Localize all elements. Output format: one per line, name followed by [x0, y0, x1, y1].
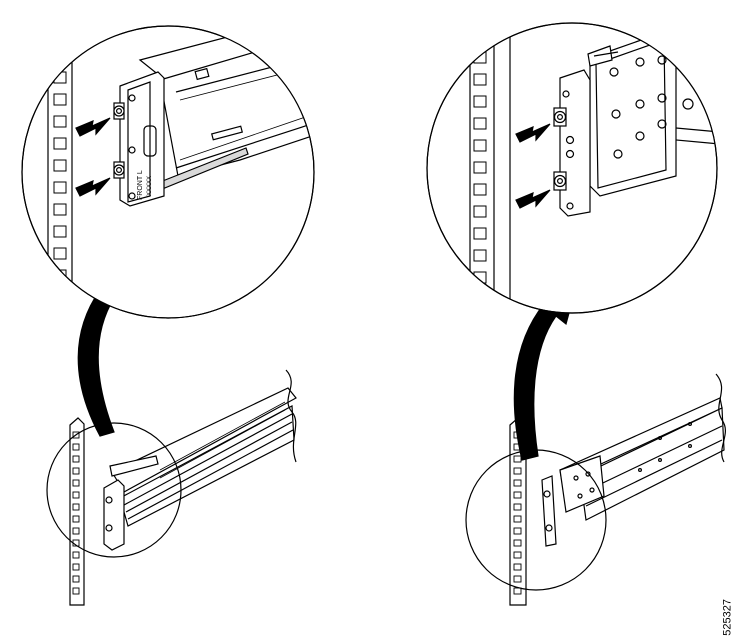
rack-hole [72, 575, 80, 583]
rack-hole [72, 491, 80, 499]
rack-hole [513, 551, 522, 559]
rack-hole [473, 249, 487, 262]
left-rack-post [69, 417, 85, 606]
rack-hole [53, 159, 67, 172]
rack-hole [473, 117, 487, 130]
rack-hole [72, 467, 80, 475]
left-captive-screws [113, 102, 125, 179]
rack-hole [513, 491, 522, 499]
left-rail-sub-label: XXXXX [147, 176, 153, 196]
rack-hole [473, 73, 487, 86]
rack-hole [72, 455, 80, 463]
rack-hole [473, 51, 487, 64]
rack-hole [53, 115, 67, 128]
rack-hole [72, 587, 80, 595]
rack-hole [473, 29, 487, 42]
right-panel [426, 22, 727, 606]
rack-hole [473, 205, 487, 218]
left-rail-label: FRONT L [137, 170, 144, 200]
right-captive-screws [553, 107, 567, 191]
right-detail-bracket [559, 69, 591, 217]
left-panel: FRONT L XXXXX [21, 25, 315, 606]
rack-hole [72, 515, 80, 523]
rack-hole [513, 455, 522, 463]
rack-hole [513, 575, 522, 583]
left-rail-assembly [103, 369, 297, 551]
rack-hole [513, 479, 522, 487]
rack-hole [513, 515, 522, 523]
rack-hole [72, 443, 80, 451]
right-detail-rail [669, 29, 717, 145]
rail-installation-diagram: FRONT L XXXXX [21, 22, 727, 606]
right-rail-assembly [541, 373, 727, 547]
rack-hole [53, 203, 67, 216]
rack-hole [53, 225, 67, 238]
rack-hole [473, 293, 487, 306]
rack-hole [513, 527, 522, 535]
rack-hole [513, 563, 522, 571]
rack-hole [72, 527, 80, 535]
rack-hole [53, 49, 67, 62]
rack-hole [72, 479, 80, 487]
right-direction-arrows [515, 123, 551, 209]
left-callout-circle [46, 422, 182, 558]
rack-hole [53, 181, 67, 194]
rack-hole [473, 139, 487, 152]
rack-hole [53, 247, 67, 260]
rack-hole [72, 503, 80, 511]
rack-hole [513, 467, 522, 475]
rack-hole [513, 503, 522, 511]
rack-hole [473, 227, 487, 240]
rack-hole [53, 137, 67, 150]
rack-hole [53, 93, 67, 106]
rack-hole [513, 587, 522, 595]
rack-hole [473, 183, 487, 196]
right-detail-plate [587, 31, 677, 197]
rack-hole [72, 563, 80, 571]
rack-hole [473, 161, 487, 174]
rack-hole [53, 27, 67, 40]
left-direction-arrows [75, 117, 111, 197]
rack-hole [473, 271, 487, 284]
left-detail-bracket: FRONT L XXXXX [119, 71, 165, 207]
rack-hole [513, 539, 522, 547]
figure-number: 525327 [722, 599, 734, 636]
rack-hole [53, 291, 67, 304]
rack-hole [72, 551, 80, 559]
rack-hole [473, 95, 487, 108]
